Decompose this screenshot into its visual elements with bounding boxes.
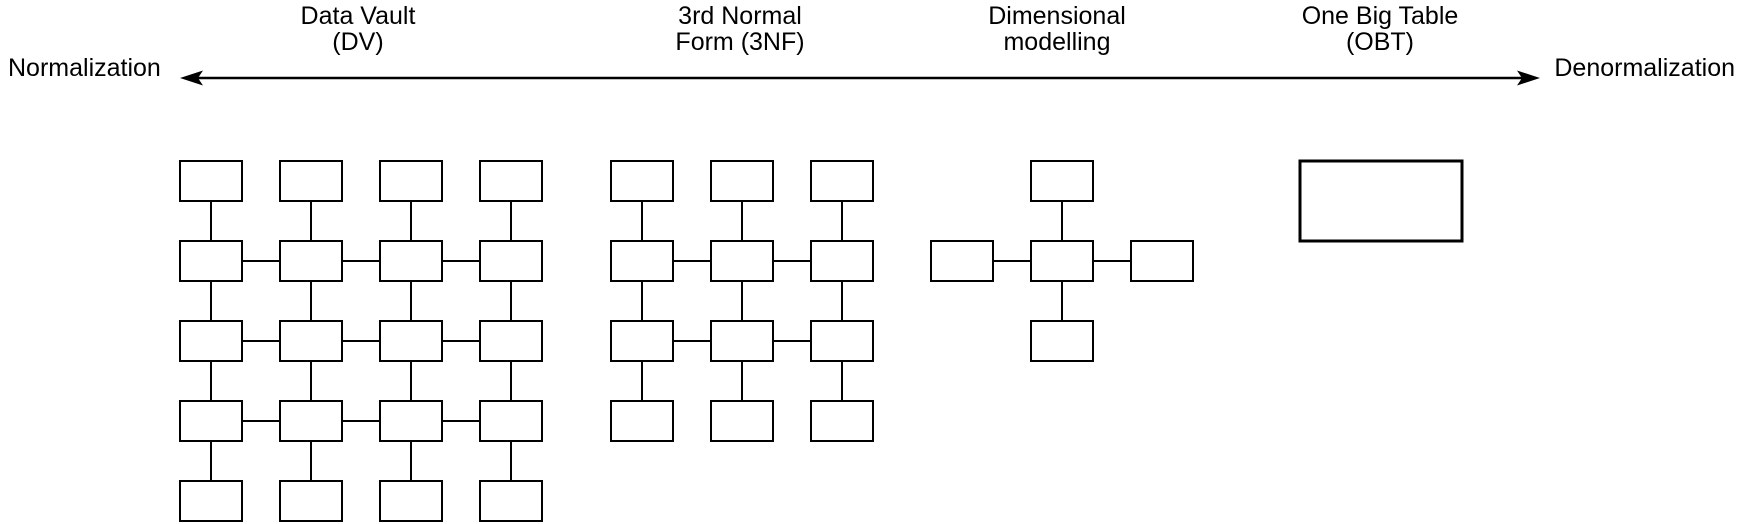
table-box [810,400,874,442]
dimensional-star-schema [930,160,1194,362]
table-box [279,480,343,522]
table-box [710,320,774,362]
table-box [810,240,874,282]
label-line-1: 3rd Normal [678,2,802,30]
table-box [610,320,674,362]
table-box [610,160,674,202]
table-box [1030,240,1094,282]
table-box [179,480,243,522]
label-line-2: (DV) [332,28,384,56]
table-box [279,160,343,202]
third-normal-form-schema [610,160,874,442]
label-third-normal-form: 3rd Normal Form (3NF) [675,3,804,55]
table-box [710,160,774,202]
label-line-1: Data Vault [300,2,416,30]
label-line-1: Dimensional [988,2,1126,30]
table-box [479,480,543,522]
table-box [479,160,543,202]
label-line-2: modelling [1003,28,1111,56]
table-box [379,320,443,362]
table-box [179,160,243,202]
label-one-big-table: One Big Table (OBT) [1302,3,1459,55]
one-big-table-schema [1298,159,1464,243]
table-box [1298,159,1464,243]
table-box [810,320,874,362]
table-box [379,240,443,282]
table-box [1130,240,1194,282]
table-box [1030,160,1094,202]
label-line-2: (OBT) [1345,28,1415,56]
arrow-head-left-icon [180,70,203,86]
denormalization-label: Denormalization [1554,54,1735,82]
table-box [279,400,343,442]
table-box [479,400,543,442]
table-box [610,240,674,282]
table-box [379,160,443,202]
table-box [279,320,343,362]
label-data-vault: Data Vault (DV) [301,3,416,55]
label-dimensional-modelling: Dimensional modelling [988,3,1126,55]
table-box [179,240,243,282]
table-box [930,240,994,282]
table-box [279,240,343,282]
data-vault-schema [179,160,543,522]
table-box [710,240,774,282]
table-box [479,240,543,282]
label-line-1: One Big Table [1301,2,1459,30]
table-box [479,320,543,362]
table-box [179,400,243,442]
table-box [379,480,443,522]
table-box [179,320,243,362]
arrow-head-right-icon [1517,70,1540,86]
table-box [810,160,874,202]
table-box [379,400,443,442]
label-line-2: Form (3NF) [675,28,805,56]
table-box [710,400,774,442]
normalization-label: Normalization [8,54,161,82]
table-box [610,400,674,442]
table-box [1030,320,1094,362]
